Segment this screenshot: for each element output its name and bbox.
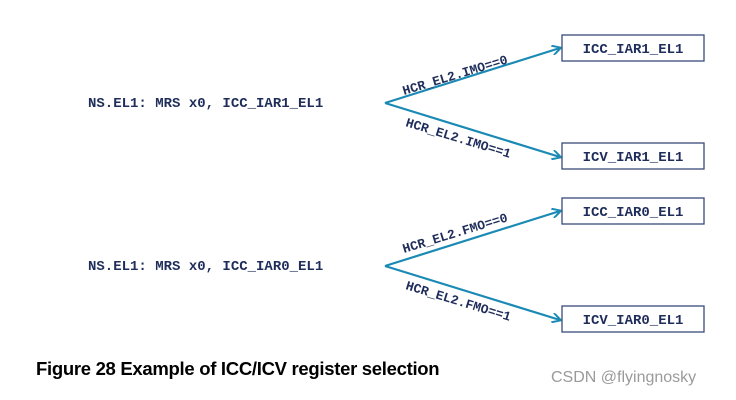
condition-label-1-0: HCR_EL2.IMO==0 (401, 52, 510, 98)
figure-caption: Figure 28 Example of ICC/ICV register se… (36, 358, 440, 379)
source-instruction-2: NS.EL1: MRS x0, ICC_IAR0_EL1 (88, 259, 323, 275)
target-label-2-0: ICC_IAR0_EL1 (583, 205, 684, 221)
edge-1-1 (384, 101, 560, 157)
source-instruction-1: NS.EL1: MRS x0, ICC_IAR1_EL1 (88, 96, 323, 112)
target-box-2-0: ICC_IAR0_EL1 (561, 197, 705, 225)
target-label-1-0: ICC_IAR1_EL1 (583, 42, 684, 58)
edge-1-0 (384, 48, 560, 105)
edge-2-0 (384, 211, 560, 268)
target-label-1-1: ICV_IAR1_EL1 (583, 150, 684, 166)
condition-label-2-0: HCR_EL2.FMO==0 (401, 210, 510, 256)
edge-2-1 (384, 264, 560, 320)
watermark: CSDN @flyingnosky (551, 369, 697, 386)
target-label-2-1: ICV_IAR0_EL1 (583, 313, 684, 329)
target-box-1-1: ICV_IAR1_EL1 (561, 142, 705, 170)
condition-label-2-1: HCR_EL2.FMO==1 (404, 278, 513, 324)
condition-label-1-1: HCR_EL2.IMO==1 (404, 115, 513, 161)
target-box-2-1: ICV_IAR0_EL1 (561, 305, 705, 333)
target-box-1-0: ICC_IAR1_EL1 (561, 34, 705, 62)
